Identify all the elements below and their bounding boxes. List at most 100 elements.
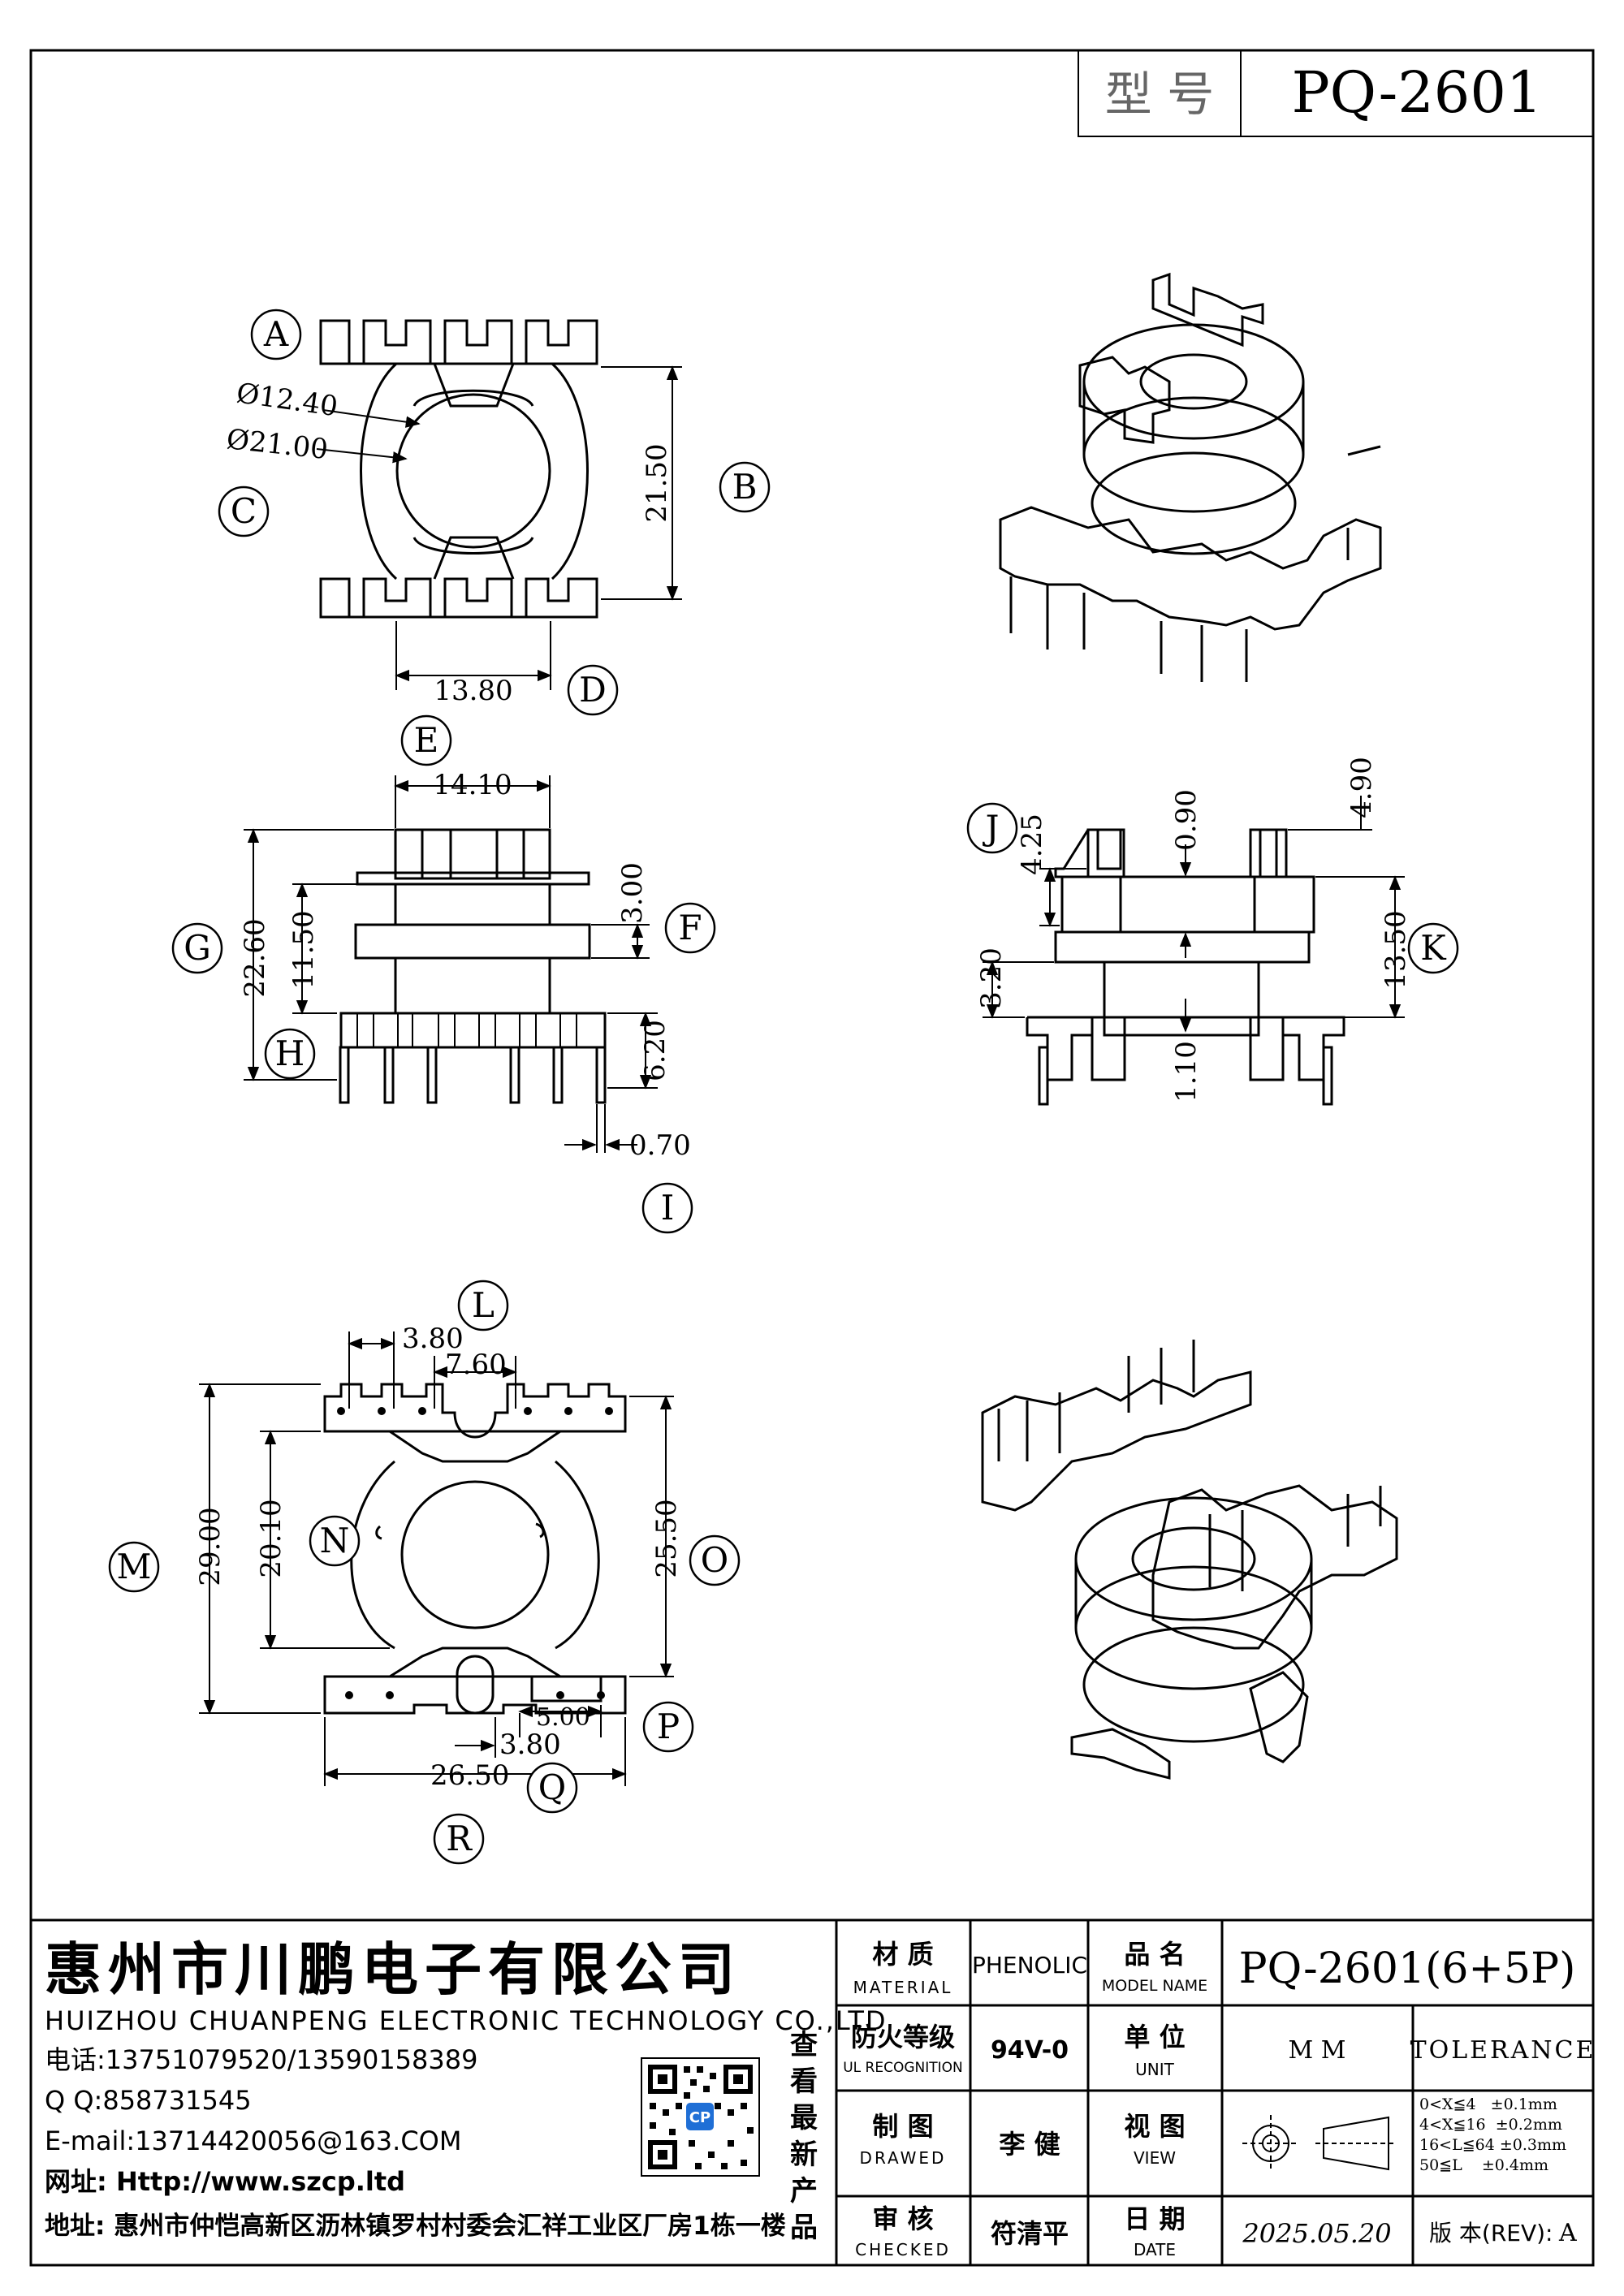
model-name-label-cn: 品 名 (1124, 1939, 1185, 1970)
dim-29-00: 29.00 (194, 1507, 227, 1586)
callout-p: P (657, 1707, 680, 1746)
qr-logo: CP (689, 2109, 710, 2126)
top-view (319, 319, 598, 619)
iso-view-top (999, 272, 1382, 682)
callout-e: E (414, 720, 439, 760)
qr-caption-2: 看 (790, 2065, 818, 2098)
callouts (108, 309, 1459, 1865)
tolerance-line-1: 0<X≦4 ±0.1mm (1419, 2095, 1557, 2113)
dim-0-90: 0.90 (1170, 789, 1203, 851)
checked-value: 符清平 (991, 2218, 1069, 2249)
header-box: 型 号 PQ-2601 (1078, 50, 1594, 137)
qr-caption-6: 品 (790, 2212, 818, 2244)
qr-caption-3: 最 (790, 2102, 818, 2134)
callout-k: K (1420, 928, 1447, 968)
dim-3-20: 3.20 (975, 947, 1008, 1009)
company-qq: Q Q:858731545 (45, 2085, 252, 2116)
bottom-view-dimensions (199, 1331, 674, 1786)
view-label-en: VIEW (1134, 2148, 1176, 2168)
sheet-border (29, 49, 1595, 2267)
ul-label-cn: 防火等级 (851, 2022, 955, 2052)
dim-20-10: 20.10 (255, 1499, 287, 1577)
qr-code[interactable]: CP (641, 2057, 760, 2177)
ul-label-en: UL RECOGNITION (843, 2060, 963, 2076)
drawed-value: 李 健 (999, 2129, 1060, 2160)
dim-3-00: 3.00 (616, 862, 649, 924)
bottom-view (323, 1383, 627, 1715)
company-address: 地址: 惠州市仲恺高新区沥林镇罗村村委会汇祥工业区厂房1栋一楼 (45, 2212, 786, 2241)
front-view (339, 828, 607, 1104)
checked-label-cn: 审 核 (872, 2203, 933, 2234)
model-name-value: PQ-2601(6+5P) (1239, 1944, 1576, 1993)
company-name-cn: 惠州市川鹏电子有限公司 (45, 1936, 741, 2003)
dim-21-50: 21.50 (641, 443, 673, 522)
dim-6-20: 6.20 (639, 1020, 672, 1081)
bottom-pin-holes (337, 1407, 613, 1699)
side-view-dimensions (983, 796, 1405, 1033)
checked-label-en: CHECKED (855, 2240, 951, 2259)
front-view-dimensions (244, 775, 658, 1153)
dim-25-50: 25.50 (650, 1499, 683, 1577)
callout-f: F (678, 908, 702, 947)
unit-value: M M (1289, 2036, 1346, 2065)
dim-4-25: 4.25 (1016, 814, 1048, 875)
qr-caption-4: 新 (790, 2138, 818, 2171)
dim-26-50: 26.50 (430, 1759, 509, 1792)
header-label: 型 号 (1105, 67, 1214, 122)
dim-3-80-q: 3.80 (499, 1728, 561, 1761)
callout-a: A (263, 314, 289, 354)
date-label-cn: 日 期 (1124, 2203, 1185, 2234)
callout-r: R (446, 1819, 473, 1858)
callout-c: C (231, 491, 257, 531)
tolerance-line-3: 16<L≦64 ±0.3mm (1419, 2136, 1566, 2154)
header-model: PQ-2601 (1292, 59, 1543, 126)
callout-m: M (116, 1547, 151, 1586)
dim-0-70: 0.70 (629, 1129, 691, 1162)
company-name-en: HUIZHOU CHUANPENG ELECTRONIC TECHNOLOGY … (45, 2005, 888, 2036)
title-block (31, 1918, 1593, 2265)
dim-13-50: 13.50 (1380, 910, 1412, 989)
date-label-en: DATE (1134, 2240, 1176, 2259)
revision-value: A (1558, 2219, 1577, 2247)
company-email: E-mail:13714420056@163.COM (45, 2126, 461, 2156)
dim-5-00: 5.00 (536, 1703, 590, 1732)
dim-d21: Ø21.00 (225, 423, 330, 466)
top-view-dimensions (316, 365, 682, 690)
callout-g: G (184, 928, 211, 968)
tolerance-line-2: 4<X≦16 ±0.2mm (1419, 2116, 1562, 2134)
callout-l: L (472, 1285, 495, 1325)
company-phone: 电话:13751079520/13590158389 (45, 2044, 477, 2075)
callout-j: J (983, 808, 1000, 848)
dim-4-90: 4.90 (1345, 757, 1378, 818)
dim-14-10: 14.10 (433, 769, 512, 801)
material-label-cn: 材 质 (872, 1939, 933, 1970)
model-name-label-en: MODEL NAME (1102, 1977, 1207, 1995)
dim-22-60: 22.60 (239, 918, 271, 997)
unit-label-en: UNIT (1135, 2060, 1174, 2079)
callout-q: Q (538, 1767, 566, 1807)
iso-view-bottom (981, 1340, 1398, 1780)
drawed-label-en: DRAWED (860, 2148, 947, 2168)
dim-pitch-3-80: 3.80 (402, 1323, 464, 1355)
qr-caption-1: 查 (790, 2029, 818, 2061)
callout-d: D (579, 670, 607, 710)
ul-value: 94V-0 (991, 2036, 1069, 2065)
revision-label: 版 本(REV): (1429, 2220, 1553, 2246)
date-value: 2025.05.20 (1242, 2218, 1391, 2249)
projection-symbol (1242, 2115, 1397, 2172)
unit-label-cn: 单 位 (1124, 2022, 1185, 2052)
tolerance-line-4: 50≦L ±0.4mm (1419, 2156, 1548, 2174)
dim-13-80: 13.80 (434, 675, 512, 707)
company-website: 网址: Http://www.szcp.ltd (45, 2166, 405, 2197)
dim-11-50: 11.50 (287, 910, 320, 989)
callout-b: B (732, 467, 758, 507)
callout-n: N (320, 1521, 350, 1560)
callout-o: O (701, 1540, 728, 1580)
material-value: PHENOLIC (972, 1952, 1087, 1979)
dim-pitch-7-60: 7.60 (445, 1349, 507, 1381)
callout-i: I (661, 1188, 675, 1228)
drawed-label-cn: 制 图 (872, 2111, 933, 2142)
dim-d12: Ø12.40 (235, 377, 340, 423)
qr-caption-5: 产 (790, 2175, 818, 2208)
